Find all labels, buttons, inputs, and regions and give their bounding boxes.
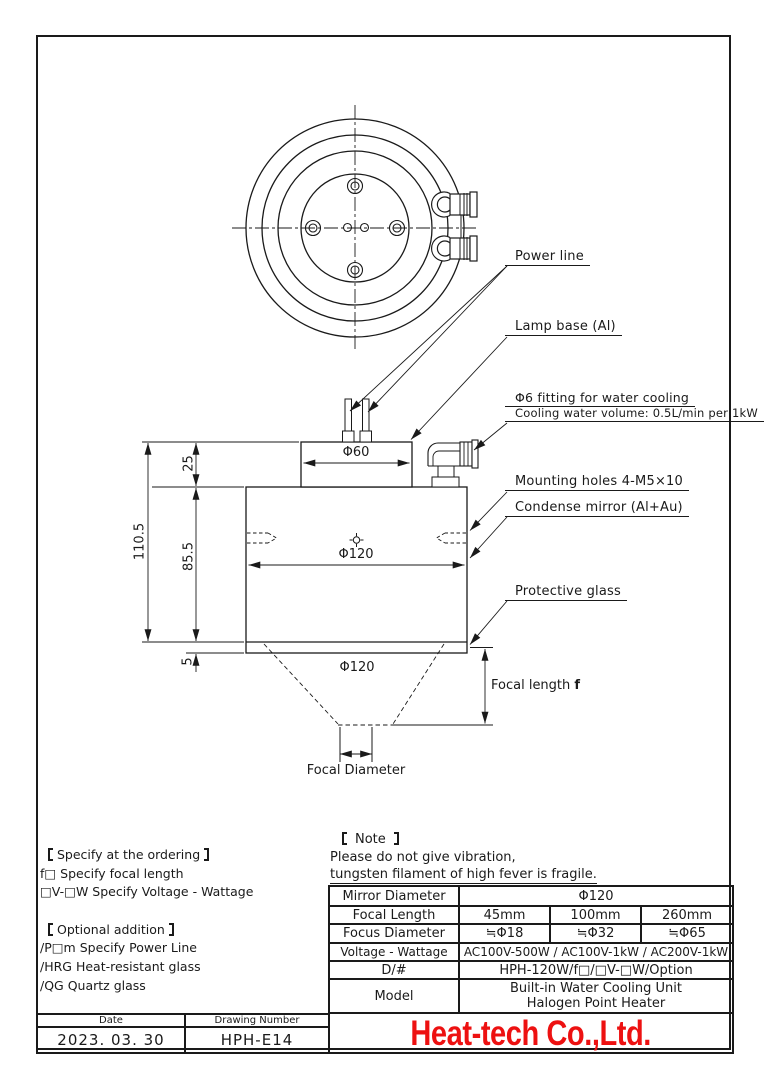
- left-bracket: [48, 922, 53, 936]
- screw-holes: [304, 177, 406, 279]
- spec-value-mirror-diameter: Φ120: [457, 885, 735, 907]
- spec-value-focus-18: ≒Φ18: [458, 923, 551, 944]
- ordering-title: Specify at the ordering: [40, 846, 253, 865]
- dim-base-height: 25: [181, 455, 197, 472]
- right-bracket: [204, 848, 210, 861]
- table-row: Heat-tech Co.,Ltd.: [327, 1012, 735, 1054]
- drawing-number-value: HPH-E14: [184, 1026, 330, 1054]
- label-protective-glass: Protective glass: [505, 584, 627, 601]
- right-bracket: [168, 922, 174, 936]
- label-cooling-volume: Cooling water volume: 0.5L/min per 1kW: [505, 406, 764, 422]
- leader-lines: [349, 265, 508, 645]
- label-focal-length: Focal length f: [491, 678, 580, 693]
- water-fittings-top: [430, 191, 478, 262]
- optional-line-qg: /QG Quartz glass: [40, 977, 146, 993]
- dim-body-diameter: Φ120: [338, 547, 374, 562]
- table-row: Voltage - Wattage AC100V-500W / AC100V-1…: [328, 942, 735, 962]
- dim-base-diameter: Φ60: [342, 445, 370, 460]
- table-row: Date Drawing Number: [36, 1013, 330, 1028]
- spec-label-model: Model: [328, 978, 460, 1014]
- spec-label-focus-diameter: Focus Diameter: [328, 923, 460, 944]
- table-row: Focus Diameter ≒Φ18 ≒Φ32 ≒Φ65: [328, 923, 735, 944]
- table-row: Focal Length 45mm 100mm 260mm: [328, 905, 735, 925]
- title-block: Date Drawing Number 2023. 03. 30 HPH-E14: [36, 1013, 330, 1054]
- optional-title-text: Optional addition: [57, 921, 165, 937]
- power-pins: [342, 398, 372, 443]
- label-lamp-base: Lamp base (Al): [505, 319, 622, 336]
- table-row: Model Built-in Water Cooling Unit Haloge…: [328, 978, 735, 1014]
- table-row: D/# HPH-120W/f□/□V-□W/Option: [328, 960, 735, 980]
- focal-spot-lines: [339, 727, 373, 762]
- model-line-1: Built-in Water Cooling Unit: [510, 981, 683, 996]
- optional-title: Optional addition: [40, 921, 253, 940]
- spec-label-mirror-diameter: Mirror Diameter: [328, 885, 460, 907]
- label-water-fitting: Φ6 fitting for water cooling: [505, 390, 696, 407]
- spec-value-focal-260: 260mm: [639, 905, 735, 925]
- optional-line-hrg: /HRG Heat-resistant glass: [40, 958, 201, 974]
- dim-glass-thickness: 5: [180, 657, 196, 666]
- optional-line-power: /P□m Specify Power Line: [40, 940, 197, 956]
- spec-value-part-number: HPH-120W/f□/□V-□W/Option: [457, 960, 735, 980]
- right-bracket: [393, 832, 399, 845]
- company-logo: Heat-tech Co.,Ltd.: [410, 1013, 652, 1053]
- spec-table: Mirror Diameter Φ120 Focal Length 45mm 1…: [327, 885, 735, 1054]
- label-focal-diameter: Focal Diameter: [306, 763, 406, 778]
- table-row: 2023. 03. 30 HPH-E14: [36, 1026, 330, 1054]
- spec-label-part-number: D/#: [328, 960, 460, 980]
- centerlines: [232, 105, 478, 351]
- hidden-mounting-holes: [247, 532, 466, 544]
- ordering-line-focal: f□ Specify focal length: [40, 865, 184, 881]
- spec-value-focal-45: 45mm: [458, 905, 551, 925]
- spec-value-focus-65: ≒Φ65: [639, 923, 735, 944]
- dimension-lines: [142, 441, 493, 758]
- elbow-fitting: [427, 439, 479, 488]
- company-logo-cell: Heat-tech Co.,Ltd.: [327, 1012, 735, 1054]
- ordering-notes: Specify at the ordering f□ Specify focal…: [40, 846, 253, 995]
- focal-length-symbol: f: [574, 678, 581, 693]
- ordering-line-voltage: □V-□W Specify Voltage - Wattage: [40, 884, 254, 900]
- spec-value-focus-32: ≒Φ32: [549, 923, 642, 944]
- label-power-line: Power line: [505, 249, 590, 266]
- dim-body-height: 85.5: [181, 542, 197, 571]
- spec-value-voltage-wattage: AC100V-500W / AC100V-1kW / AC200V-1kW: [457, 942, 735, 962]
- spec-value-focal-100: 100mm: [549, 905, 642, 925]
- note-line-1: Please do not give vibration,: [330, 850, 516, 865]
- table-row: Mirror Diameter Φ120: [328, 885, 735, 907]
- note-title-text: Note: [355, 832, 386, 847]
- date-value: 2023. 03. 30: [36, 1026, 186, 1054]
- left-bracket: [342, 832, 347, 845]
- date-label: Date: [36, 1013, 186, 1028]
- drawing-number-label: Drawing Number: [184, 1013, 330, 1028]
- note-title: Note: [342, 832, 399, 847]
- spec-label-voltage-wattage: Voltage - Wattage: [328, 942, 460, 962]
- dim-glass-diameter: Φ120: [339, 660, 375, 675]
- dim-total-height: 110.5: [132, 522, 148, 561]
- label-condense-mirror: Condense mirror (Al+Au): [505, 500, 689, 517]
- spec-value-model: Built-in Water Cooling Unit Halogen Poin…: [457, 978, 735, 1014]
- model-line-2: Halogen Point Heater: [526, 996, 666, 1011]
- focal-length-text: Focal length: [491, 678, 571, 693]
- note-line-2: tungsten filament of high fever is fragi…: [330, 867, 597, 884]
- center-mark: [349, 533, 364, 547]
- beam-cone: [263, 643, 445, 726]
- spec-label-focal-length: Focal Length: [328, 905, 460, 925]
- left-bracket: [48, 848, 53, 861]
- top-view: [232, 105, 478, 351]
- spacer: [40, 902, 253, 921]
- label-mounting-holes: Mounting holes 4-M5×10: [505, 474, 689, 491]
- ordering-title-text: Specify at the ordering: [57, 847, 201, 862]
